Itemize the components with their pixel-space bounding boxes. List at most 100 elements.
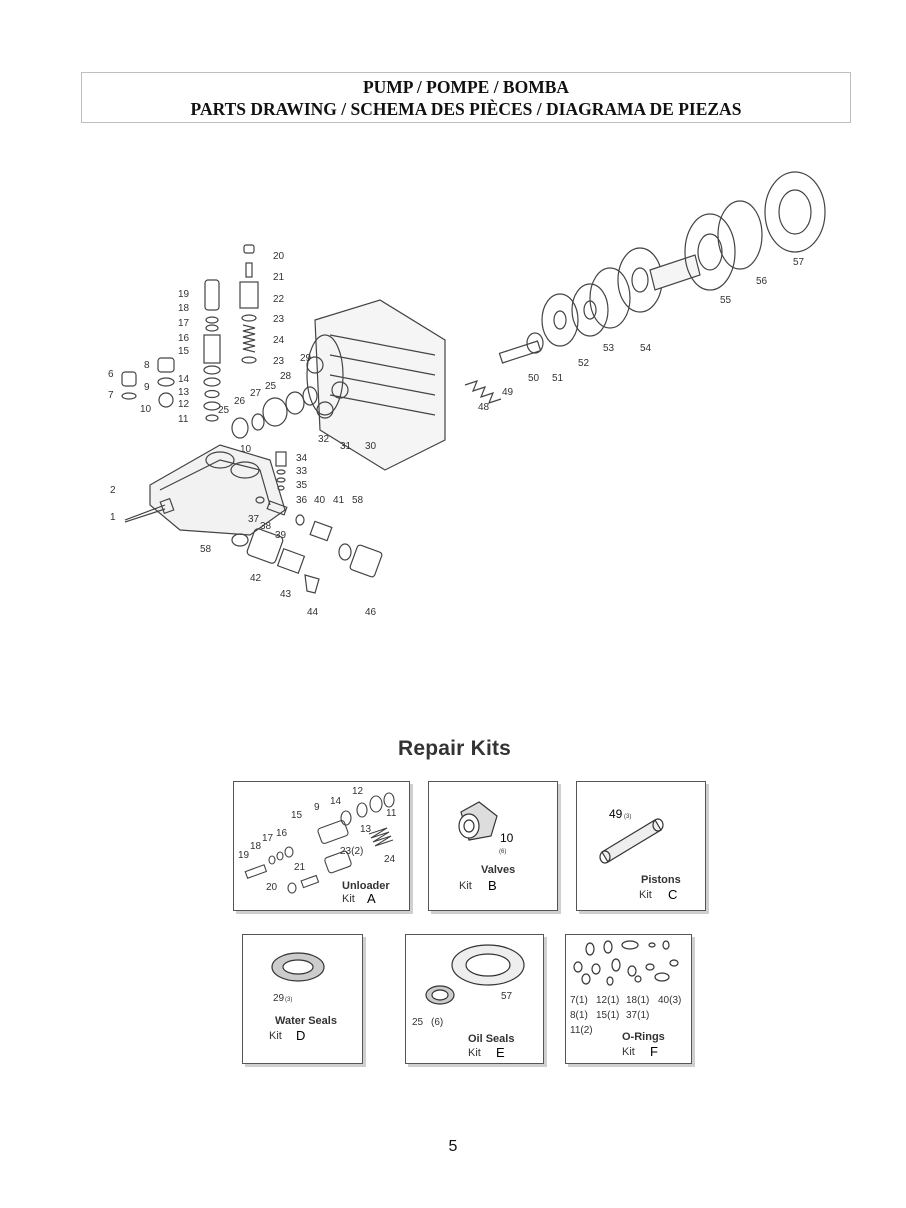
svg-text:9: 9	[314, 802, 320, 813]
svg-text:2: 2	[110, 485, 116, 496]
svg-text:15: 15	[291, 810, 303, 821]
svg-text:11: 11	[386, 808, 397, 819]
o-ring-part-11: 11(2)	[570, 1025, 593, 1036]
o-ring-part-15: 15(1)	[596, 1010, 619, 1021]
svg-text:40: 40	[314, 495, 326, 506]
svg-text:7: 7	[108, 390, 114, 401]
svg-text:23: 23	[273, 314, 285, 325]
kit-a-letter: A	[367, 891, 376, 906]
svg-text:29: 29	[300, 353, 312, 364]
kit-e-part-number-57: 57	[501, 991, 513, 1002]
exploded-pump-diagram: 1 2 6 7 8 9 10 10 11 12 13 14 15 16 17 1…	[100, 160, 860, 640]
page-title-box: PUMP / POMPE / BOMBA PARTS DRAWING / SCH…	[81, 72, 851, 123]
svg-text:57: 57	[793, 257, 805, 268]
kit-c-part-number: 49	[609, 807, 623, 821]
kit-b-kit-word: Kit	[459, 880, 472, 892]
title-line-1: PUMP / POMPE / BOMBA	[362, 77, 570, 97]
svg-text:21: 21	[294, 862, 306, 873]
unloader-parts-illustration: 12 14 9 15 11 13 16 17 18 19 23(2) 24 21…	[238, 786, 397, 894]
svg-text:14: 14	[330, 796, 342, 807]
svg-text:43: 43	[280, 589, 292, 600]
title-line-2: PARTS DRAWING / SCHEMA DES PIÈCES / DIAG…	[190, 99, 742, 119]
svg-text:23(2): 23(2)	[340, 846, 363, 857]
kit-d-letter: D	[296, 1028, 306, 1043]
svg-text:30: 30	[365, 441, 377, 452]
svg-text:58: 58	[352, 495, 364, 506]
kit-f-name: O-Rings	[622, 1031, 665, 1043]
kit-c-kit-word: Kit	[639, 889, 652, 901]
valve-illustration: 10 (6)	[458, 801, 514, 855]
svg-text:1: 1	[110, 512, 116, 523]
svg-text:23: 23	[273, 356, 285, 367]
svg-text:10: 10	[140, 404, 152, 415]
svg-text:51: 51	[552, 373, 564, 384]
svg-text:32: 32	[318, 434, 330, 445]
svg-text:56: 56	[756, 276, 768, 287]
svg-text:39: 39	[275, 530, 287, 541]
kit-d-part-number: 29	[273, 993, 285, 1004]
part-number-labels: 1 2 6 7 8 9 10 10 11 12 13 14 15 16 17 1…	[108, 251, 805, 618]
o-ring-part-numbers: 7(1) 12(1) 18(1) 40(3) 8(1) 15(1) 37(1) …	[570, 995, 681, 1036]
kit-c-letter: C	[668, 887, 678, 902]
svg-text:18: 18	[178, 303, 190, 314]
kit-e-name: Oil Seals	[468, 1033, 515, 1045]
kit-f-o-rings: 7(1) 12(1) 18(1) 40(3) 8(1) 15(1) 37(1) …	[565, 934, 692, 1064]
svg-text:17: 17	[262, 833, 274, 844]
svg-text:50: 50	[528, 373, 540, 384]
svg-text:37: 37	[248, 514, 260, 525]
svg-text:20: 20	[273, 251, 285, 262]
unloader-kit-part-numbers: 12 14 9 15 11 13 16 17 18 19 23(2) 24 21…	[238, 786, 397, 893]
svg-text:14: 14	[178, 374, 190, 385]
svg-text:22: 22	[273, 294, 285, 305]
o-ring-part-40: 40(3)	[658, 995, 681, 1006]
kit-b-part-number: 10	[500, 831, 514, 845]
svg-text:34: 34	[296, 453, 308, 464]
svg-text:9: 9	[144, 382, 150, 393]
svg-text:54: 54	[640, 343, 652, 354]
svg-text:25: 25	[265, 381, 277, 392]
kit-f-kit-word: Kit	[622, 1046, 635, 1058]
kit-b-name: Valves	[481, 864, 516, 876]
kit-c-pistons: 49 (3) Pistons Kit C	[576, 781, 706, 911]
svg-text:35: 35	[296, 480, 308, 491]
o-ring-part-8: 8(1)	[570, 1010, 588, 1021]
o-ring-part-37: 37(1)	[626, 1010, 649, 1021]
svg-text:8: 8	[144, 360, 150, 371]
svg-text:24: 24	[384, 854, 396, 865]
svg-text:11: 11	[178, 414, 189, 425]
svg-text:38: 38	[260, 521, 272, 532]
kit-d-qty: (3)	[285, 997, 292, 1003]
kit-e-qty: (6)	[431, 1017, 443, 1028]
svg-text:13: 13	[360, 824, 372, 835]
o-ring-part-7: 7(1)	[570, 995, 588, 1006]
kit-f-letter: F	[650, 1044, 658, 1059]
svg-text:36: 36	[296, 495, 308, 506]
svg-text:31: 31	[340, 441, 352, 452]
kit-b-letter: B	[488, 878, 497, 893]
kit-d-name: Water Seals	[275, 1015, 337, 1027]
svg-text:52: 52	[578, 358, 590, 369]
svg-text:41: 41	[333, 495, 345, 506]
piston-illustration: 49 (3)	[599, 807, 664, 864]
svg-text:58: 58	[200, 544, 212, 555]
kit-b-valves: 10 (6) Valves Kit B	[428, 781, 558, 911]
svg-text:19: 19	[238, 850, 250, 861]
svg-text:19: 19	[178, 289, 190, 300]
svg-text:18: 18	[250, 841, 262, 852]
svg-text:21: 21	[273, 272, 285, 283]
svg-text:13: 13	[178, 387, 190, 398]
svg-text:28: 28	[280, 371, 292, 382]
kit-b-qty: (6)	[499, 849, 506, 855]
kit-c-qty: (3)	[624, 814, 631, 820]
svg-text:55: 55	[720, 295, 732, 306]
svg-text:17: 17	[178, 318, 190, 329]
repair-kits-title: Repair Kits	[398, 737, 512, 760]
kit-d-water-seals: 29 (3) Water Seals Kit D	[242, 934, 363, 1064]
o-rings-illustration: 7(1) 12(1) 18(1) 40(3) 8(1) 15(1) 37(1) …	[570, 940, 681, 1036]
o-ring-part-12: 12(1)	[596, 995, 619, 1006]
kit-a-kit-word: Kit	[342, 893, 355, 905]
svg-text:12: 12	[352, 786, 364, 797]
svg-text:26: 26	[234, 396, 246, 407]
page-number: 5	[448, 1138, 458, 1155]
svg-text:44: 44	[307, 607, 319, 618]
